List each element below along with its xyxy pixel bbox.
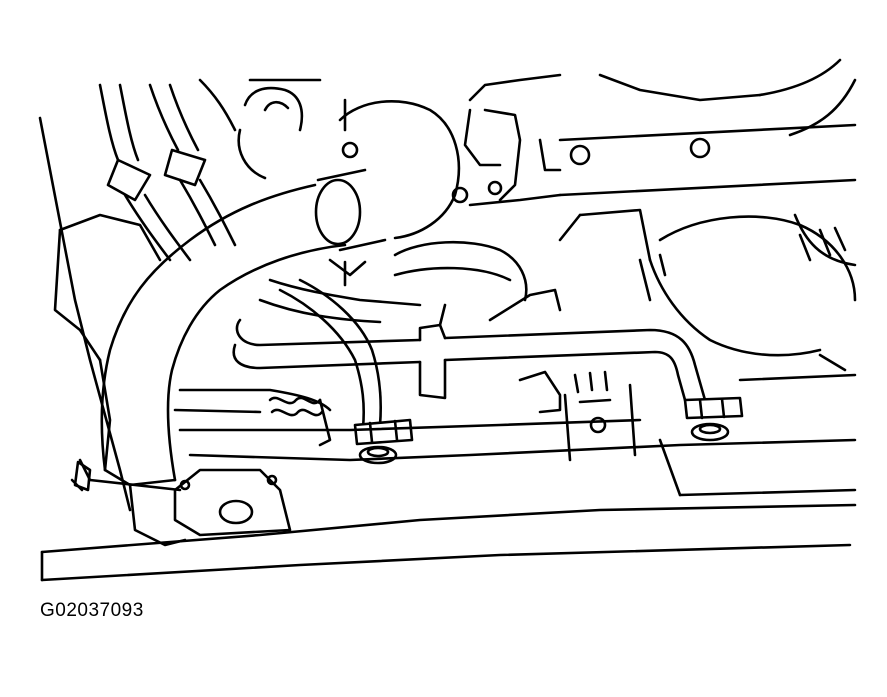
hose-clamp-left	[353, 418, 414, 465]
coolant-pipe	[232, 303, 707, 402]
upper-left-tubes	[98, 83, 237, 262]
left-hose-to-clamp	[278, 278, 383, 430]
wire-bracket	[268, 396, 332, 447]
thermostat-housing	[328, 98, 469, 287]
upper-bypass-hose	[198, 78, 322, 180]
bottom-bracket	[173, 468, 292, 537]
right-component	[558, 208, 857, 372]
intake-manifold	[463, 58, 857, 207]
main-radiator-hose	[100, 168, 387, 547]
lower-body	[173, 370, 857, 497]
lower-frame	[40, 503, 857, 582]
left-fitting	[70, 460, 92, 492]
hose-clamp-right	[683, 396, 744, 442]
figure-id-label: G02037093	[40, 600, 144, 621]
